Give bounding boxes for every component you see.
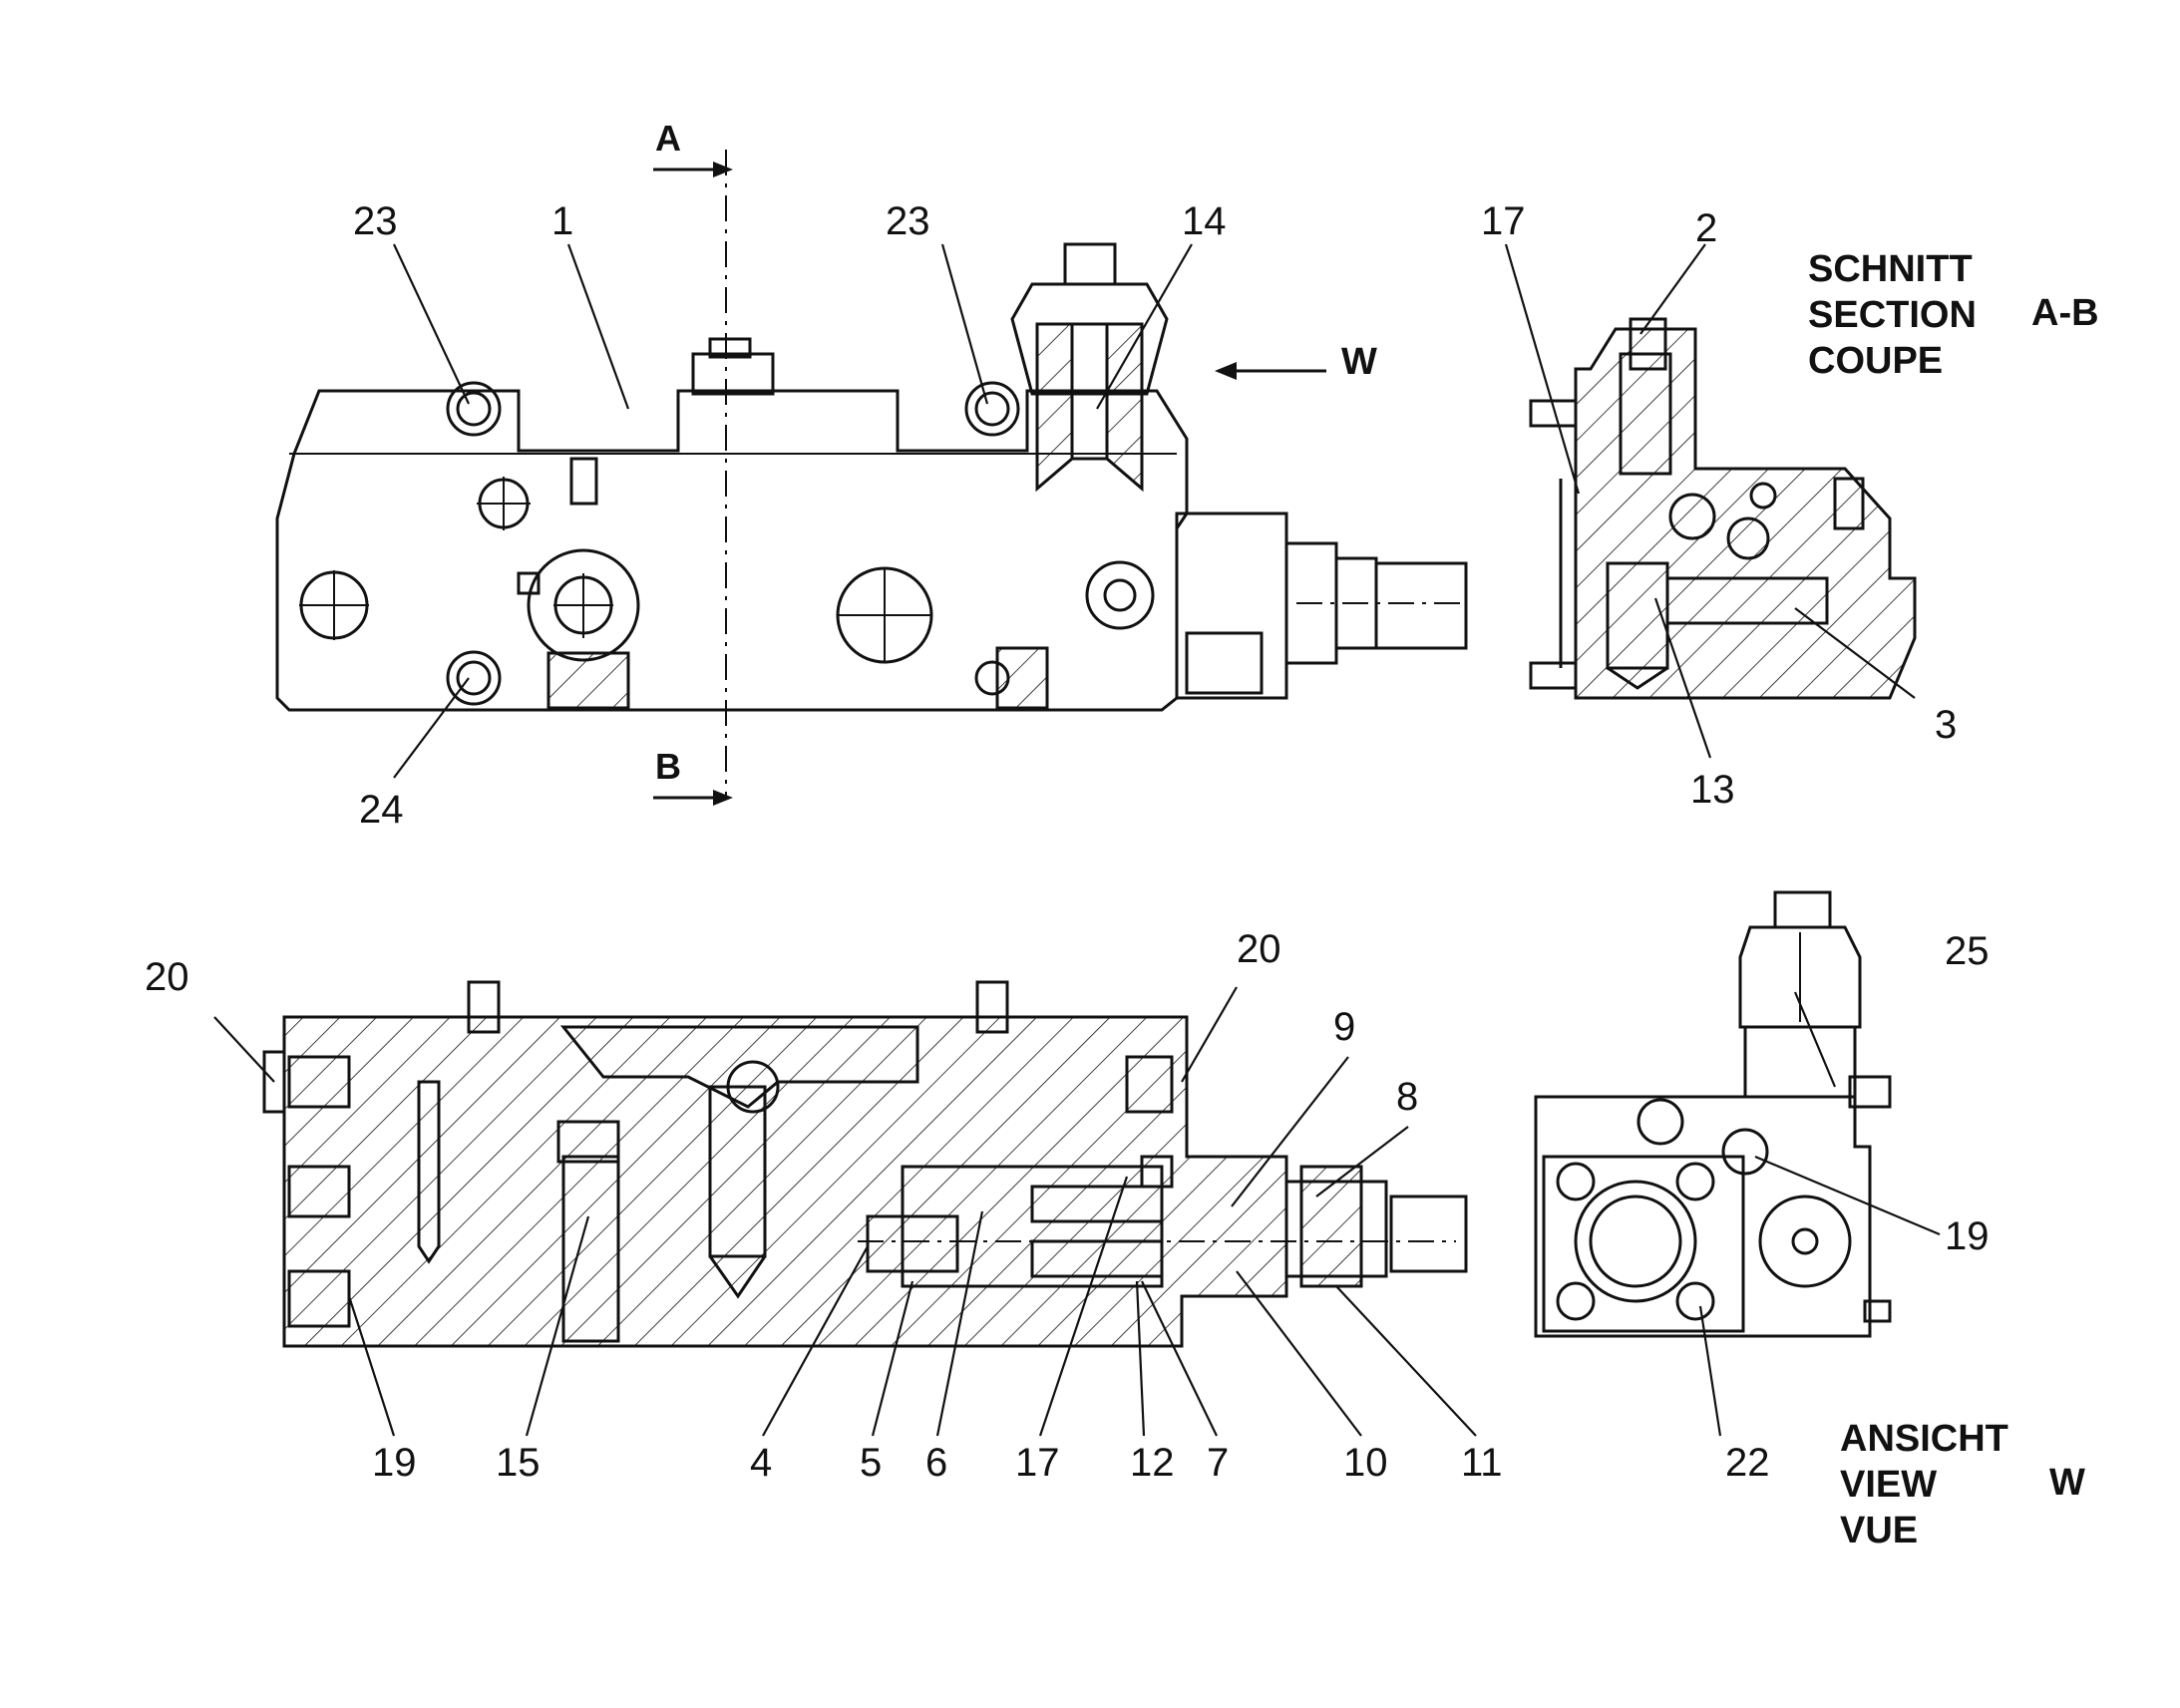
section-caption-line3: COUPE	[1808, 340, 1944, 382]
callout-22: 22	[1725, 1441, 1770, 1485]
view-caption-line2: VIEW	[1840, 1464, 1938, 1506]
callout-23-right: 23	[886, 199, 930, 243]
callout-3: 3	[1935, 703, 1958, 747]
callout-15: 15	[496, 1441, 541, 1485]
callout-7: 7	[1207, 1441, 1230, 1485]
callout-17-section: 17	[1481, 199, 1526, 243]
section-marker-b: B	[655, 746, 681, 787]
section-ab-drawing	[1529, 317, 1917, 700]
callout-13: 13	[1690, 768, 1735, 812]
view-caption-suffix: W	[2049, 1462, 2085, 1504]
callout-10: 10	[1343, 1441, 1388, 1485]
view-caption: ANSICHT VIEW VUE	[1840, 1416, 2008, 1553]
callout-11: 11	[1461, 1441, 1503, 1485]
callout-14: 14	[1182, 199, 1227, 243]
bottom-section-drawing	[262, 980, 1468, 1348]
section-caption: SCHNITT SECTION COUPE	[1808, 246, 1977, 384]
callout-12: 12	[1130, 1441, 1175, 1485]
callout-24: 24	[359, 788, 404, 832]
callout-23-left: 23	[353, 199, 398, 243]
callout-25: 25	[1945, 929, 1990, 973]
section-marker-a: A	[655, 118, 681, 159]
section-caption-line2: SECTION	[1808, 294, 1977, 336]
top-view-drawing	[275, 150, 1468, 806]
leader-lines	[213, 243, 1941, 1437]
callout-19-bottom: 19	[372, 1441, 417, 1485]
view-marker-w: W	[1341, 341, 1377, 383]
callout-8: 8	[1396, 1075, 1419, 1119]
section-caption-suffix: A-B	[2031, 292, 2099, 334]
callout-1: 1	[551, 199, 574, 243]
callout-19-view: 19	[1945, 1214, 1990, 1258]
callout-4: 4	[750, 1441, 773, 1485]
callout-17-bottom: 17	[1015, 1441, 1060, 1485]
callout-6: 6	[925, 1441, 948, 1485]
callout-20-right: 20	[1237, 927, 1281, 971]
callout-5: 5	[860, 1441, 883, 1485]
callout-20-left: 20	[145, 955, 189, 999]
view-caption-line1: ANSICHT	[1840, 1418, 2008, 1460]
callout-9: 9	[1333, 1005, 1356, 1049]
view-w-drawing	[1534, 890, 1892, 1338]
section-caption-line1: SCHNITT	[1808, 248, 1973, 290]
view-caption-line3: VUE	[1840, 1510, 1919, 1551]
callout-2: 2	[1695, 206, 1718, 250]
